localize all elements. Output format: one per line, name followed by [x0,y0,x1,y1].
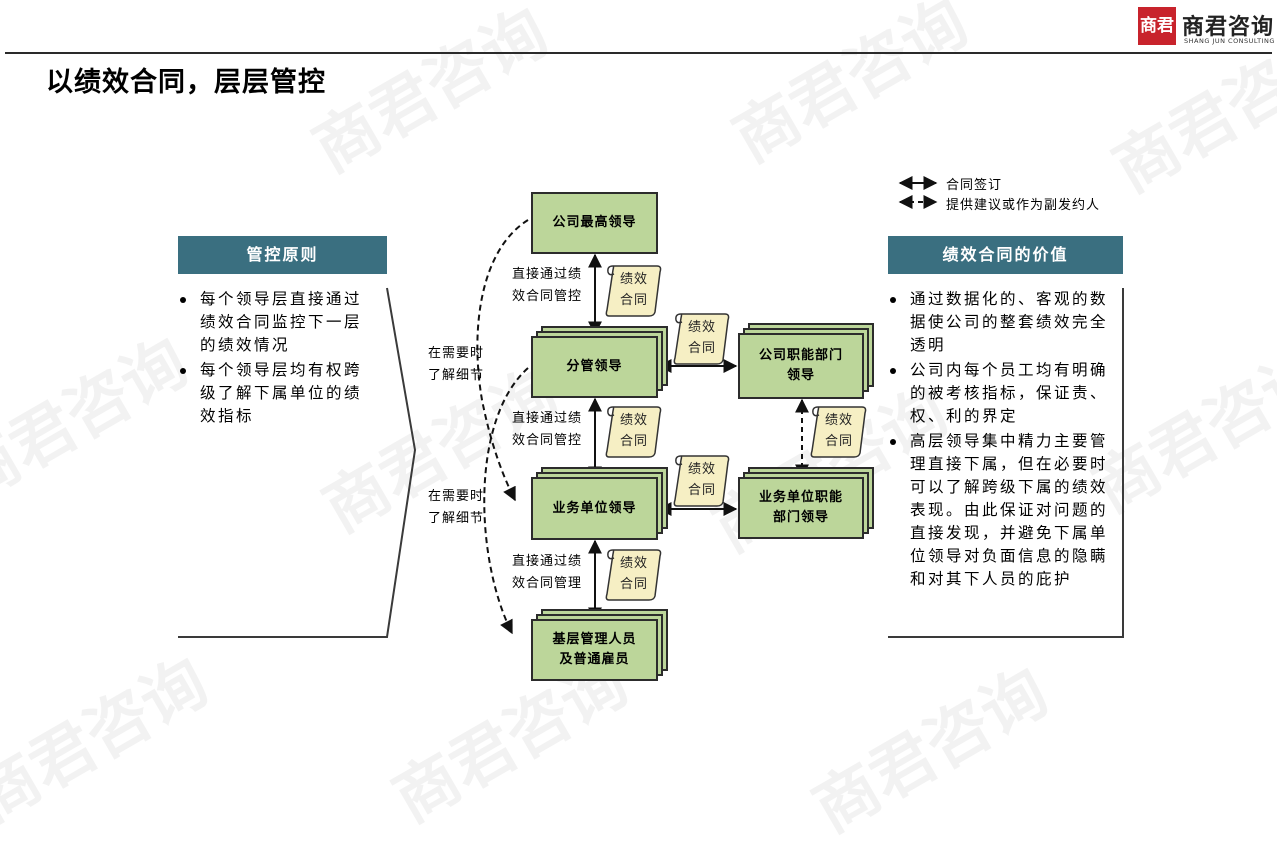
scroll-shape [673,313,730,365]
logo-subtext: SHANG JUN CONSULTING [1184,37,1275,45]
list-item: 高层领导集中精力主要管理直接下属，但在必要时可以了解跨级下属的绩效表现。由此保证… [888,430,1114,591]
scroll-shape [673,455,730,507]
contract-scroll-icon: 绩效合同 [673,310,731,366]
legend-dashed-label: 提供建议或作为副发约人 [946,198,1101,213]
right-panel-title: 绩效合同的价值 [888,236,1123,274]
label-ctrl-3: 直接通过绩效合同管理 [512,554,583,591]
bullet-icon [890,297,896,303]
header-divider [5,52,1272,54]
label-ctrl-2: 直接通过绩效合同管控 [512,411,583,448]
box-base-staff: 基层管理人员及普通雇员 [531,619,658,681]
legend-solid-label: 合同签订 [946,178,1003,193]
bullet-icon [890,439,896,445]
right-panel-list: 通过数据化的、客观的数据使公司的整套绩效完全透明 公司内每个员工均有明确的被考核… [888,288,1114,593]
logo-mark: 商君 [1138,7,1176,45]
page-title: 以绩效合同，层层管控 [46,67,326,98]
contract-scroll-icon: 绩效合同 [605,262,663,318]
dashed-curve-top-unit [476,219,529,502]
box-top-leader: 公司最高领导 [531,192,658,254]
box-unit-leader: 业务单位领导 [531,477,658,540]
scroll-shape [605,265,662,317]
right-bracket [888,288,1124,638]
scroll-shape [605,406,662,458]
contract-scroll-icon: 绩效合同 [810,403,868,459]
logo-text: 商君咨询 [1182,14,1275,40]
dashed-curve-branch-base [483,367,529,635]
list-item: 公司内每个员工均有明确的被考核指标，保证责、权、利的界定 [888,359,1114,428]
bullet-icon [180,368,186,374]
left-bracket [178,287,417,638]
bullet-icon [890,368,896,374]
contract-scroll-icon: 绩效合同 [605,403,663,459]
label-detail-2: 在需要时了解细节 [428,489,485,526]
list-item: 通过数据化的、客观的数据使公司的整套绩效完全透明 [888,288,1114,357]
list-item: 每个领导层均有权跨级了解下属单位的绩效指标 [178,359,378,428]
contract-scroll-icon: 绩效合同 [605,546,663,602]
diagram-connectors [178,176,1124,638]
left-panel-list: 每个领导层直接通过绩效合同监控下一层的绩效情况 每个领导层均有权跨级了解下属单位… [178,288,378,430]
bullet-icon [180,297,186,303]
company-logo: 商君 商君咨询 SHANG JUN CONSULTING [1138,5,1275,49]
box-unit-functional-leader: 业务单位职能部门领导 [738,477,864,539]
label-ctrl-1: 直接通过绩效合同管控 [512,267,583,304]
left-panel-title: 管控原则 [178,236,387,274]
label-detail-1: 在需要时了解细节 [428,346,485,383]
contract-scroll-icon: 绩效合同 [673,452,731,508]
box-functional-leader: 公司职能部门领导 [738,333,864,399]
scroll-shape [810,406,867,458]
box-branch-leader: 分管领导 [531,336,658,398]
list-item: 每个领导层直接通过绩效合同监控下一层的绩效情况 [178,288,378,357]
scroll-shape [605,549,662,601]
